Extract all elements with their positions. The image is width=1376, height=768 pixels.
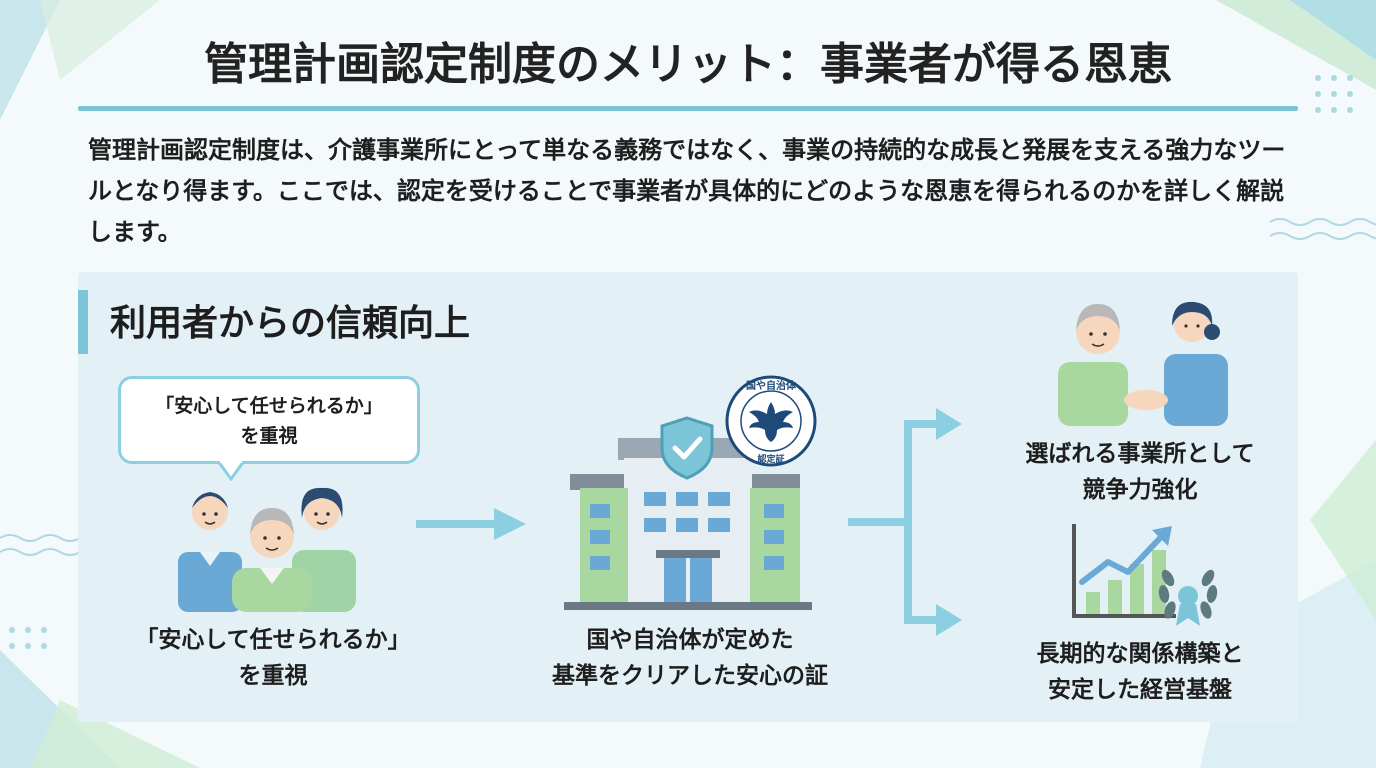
caption-stable-management-line-2: 安定した経営基盤 [1048, 677, 1232, 703]
speech-bubble-tail [218, 461, 244, 481]
section-accent-bar [78, 290, 88, 354]
arrow-right-icon [416, 508, 526, 540]
caption-certification-line-2: 基準をクリアした安心の証 [552, 663, 828, 689]
caption-stable-management-line-1: 長期的な関係構築と [1036, 641, 1244, 667]
caption-competitiveness-line-1: 選ばれる事業所として [1025, 441, 1255, 467]
caregiver-handshake-icon [1058, 301, 1228, 426]
seal-bottom-text: 認定証 [757, 453, 784, 465]
caption-certification-line-1: 国や自治体が定めた [586, 627, 794, 653]
caption-user-trust: 「安心して任せられるか」 を重視 [88, 622, 458, 694]
government-seal-icon: 国や自治体 認定証 [725, 375, 817, 467]
caption-user-trust-line-1: 「安心して任せられるか」 [135, 627, 411, 653]
caption-competitiveness-line-2: 競争力強化 [1082, 477, 1198, 503]
bubble-line-2: を重視 [240, 425, 298, 447]
page-title: 管理計画認定制度のメリット：事業者が得る恩恵 [204, 39, 1172, 90]
caption-user-trust-line-2: を重視 [238, 663, 308, 689]
growth-chart-icon [1072, 524, 1176, 618]
family-group-icon [178, 487, 356, 612]
laurel-award-icon [1158, 569, 1218, 626]
branch-arrow-icon [848, 408, 962, 636]
intro-paragraph: 管理計画認定制度は、介護事業所にとって単なる義務ではなく、事業の持続的な成長と発… [88, 136, 1286, 246]
care-facility-building-icon [564, 438, 812, 610]
caption-certification: 国や自治体が定めた 基準をクリアした安心の証 [500, 622, 880, 694]
seal-top-text: 国や自治体 [746, 379, 797, 392]
speech-bubble: 「安心して任せられるか」 を重視 [118, 376, 420, 464]
shield-check-icon [660, 416, 714, 480]
bubble-line-1: 「安心して任せられるか」 [155, 395, 383, 417]
title-underline [78, 106, 1298, 111]
caption-stable-management: 長期的な関係構築と 安定した経営基盤 [980, 636, 1300, 708]
section-title: 利用者からの信頼向上 [110, 303, 471, 344]
caption-competitiveness: 選ばれる事業所として 競争力強化 [980, 436, 1300, 508]
